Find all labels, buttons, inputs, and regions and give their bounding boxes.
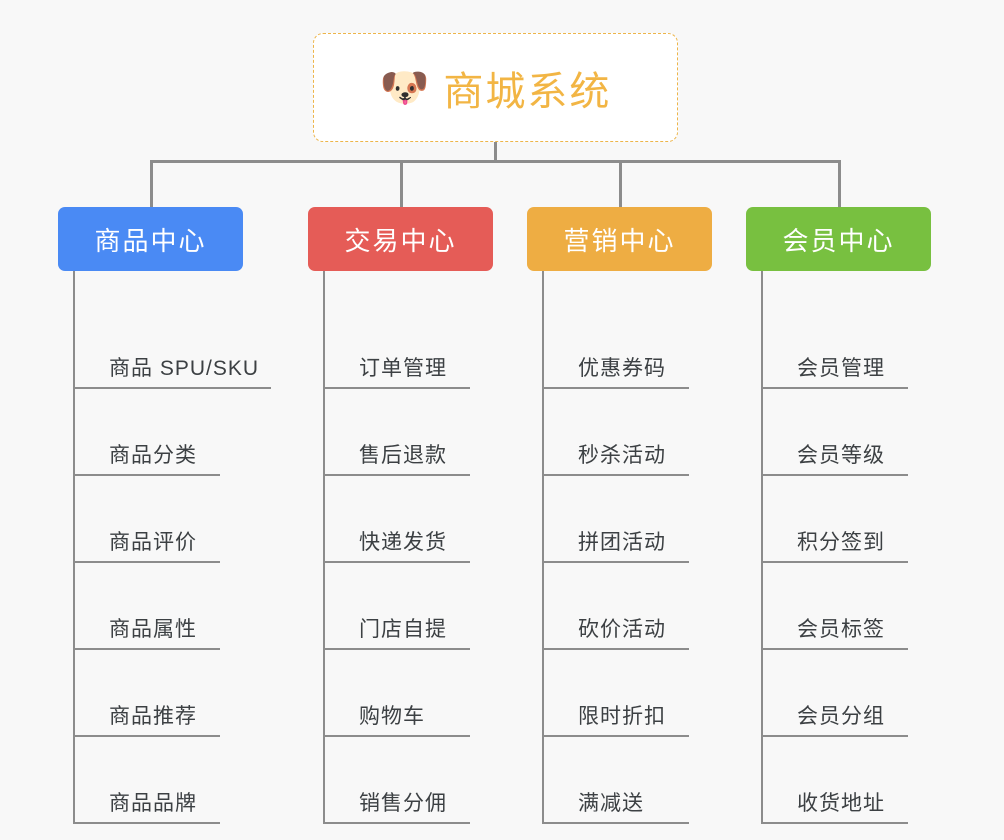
list-item-underline: 秒杀活动 [544, 439, 689, 476]
list-item-underline: 会员分组 [763, 700, 908, 737]
list-item-underline: 商品 SPU/SKU [75, 352, 272, 389]
list-item[interactable]: 销售分佣 [325, 737, 493, 824]
category-column-3: 会员中心会员管理会员等级积分签到会员标签会员分组收货地址 [746, 207, 931, 824]
category-header-3[interactable]: 会员中心 [746, 207, 931, 271]
list-item-label: 销售分佣 [359, 792, 447, 815]
list-item-underline: 购物车 [325, 700, 470, 737]
list-item[interactable]: 购物车 [325, 650, 493, 737]
connector-drop-0 [150, 160, 153, 208]
list-item[interactable]: 拼团活动 [544, 476, 712, 563]
list-item-underline: 商品品牌 [75, 787, 220, 824]
list-item-label: 购物车 [359, 705, 425, 728]
list-item[interactable]: 会员等级 [763, 389, 931, 476]
list-item[interactable]: 会员管理 [763, 302, 931, 389]
list-item-label: 砍价活动 [578, 618, 666, 641]
list-item-underline: 快递发货 [325, 526, 470, 563]
list-item[interactable]: 积分签到 [763, 476, 931, 563]
list-item-underline: 砍价活动 [544, 613, 689, 650]
category-header-2[interactable]: 营销中心 [527, 207, 712, 271]
list-item-label: 商品属性 [109, 618, 197, 641]
list-item-underline: 优惠券码 [544, 352, 689, 389]
list-item-underline: 拼团活动 [544, 526, 689, 563]
list-item-label: 秒杀活动 [578, 444, 666, 467]
connector-horizontal-bus [150, 160, 840, 163]
list-item-label: 会员管理 [797, 357, 885, 380]
list-item-label: 优惠券码 [578, 357, 666, 380]
list-item-label: 订单管理 [359, 357, 447, 380]
list-item-label: 积分签到 [797, 531, 885, 554]
connector-drop-3 [838, 160, 841, 208]
list-item[interactable]: 商品品牌 [75, 737, 243, 824]
category-column-0: 商品中心商品 SPU/SKU 商品分类商品评价商品属性商品推荐商品品牌 [58, 207, 272, 824]
list-item-underline: 会员等级 [763, 439, 908, 476]
list-item-underline: 积分签到 [763, 526, 908, 563]
list-item-label: 商品评价 [109, 531, 197, 554]
list-item-label: 商品品牌 [109, 792, 197, 815]
root-node-title: 商城系统 [443, 69, 612, 114]
list-item[interactable]: 会员标签 [763, 563, 931, 650]
list-item-label: 会员等级 [797, 444, 885, 467]
list-item[interactable]: 商品分类 [75, 389, 243, 476]
list-item[interactable]: 商品 SPU/SKU [75, 302, 272, 389]
list-item[interactable]: 砍价活动 [544, 563, 712, 650]
list-item-underline: 商品推荐 [75, 700, 220, 737]
list-item[interactable]: 商品推荐 [75, 650, 243, 737]
list-item-label: 商品 SPU/SKU [109, 357, 260, 380]
connector-root-stub [494, 142, 497, 163]
list-item[interactable]: 门店自提 [325, 563, 493, 650]
list-item-label: 快递发货 [359, 531, 447, 554]
list-item[interactable]: 商品评价 [75, 476, 243, 563]
list-item[interactable]: 快递发货 [325, 476, 493, 563]
list-item-label: 拼团活动 [578, 531, 666, 554]
list-item-label: 商品分类 [109, 444, 197, 467]
root-node-shopping-mall-system[interactable]: 🐶 商城系统 [313, 33, 678, 142]
category-items-1: 订单管理售后退款快递发货门店自提购物车销售分佣 [323, 271, 493, 824]
category-column-2: 营销中心优惠券码秒杀活动拼团活动砍价活动限时折扣满减送 [527, 207, 712, 824]
list-item-underline: 商品评价 [75, 526, 220, 563]
list-item-underline: 收货地址 [763, 787, 908, 824]
list-item-label: 会员标签 [797, 618, 885, 641]
list-item[interactable]: 售后退款 [325, 389, 493, 476]
list-item-label: 会员分组 [797, 705, 885, 728]
list-item-label: 满减送 [578, 792, 644, 815]
list-item-underline: 满减送 [544, 787, 689, 824]
connector-drop-2 [619, 160, 622, 208]
category-items-2: 优惠券码秒杀活动拼团活动砍价活动限时折扣满减送 [542, 271, 712, 824]
list-item[interactable]: 满减送 [544, 737, 712, 824]
connector-drop-1 [400, 160, 403, 208]
category-items-0: 商品 SPU/SKU 商品分类商品评价商品属性商品推荐商品品牌 [73, 271, 272, 824]
list-item-underline: 商品属性 [75, 613, 220, 650]
list-item-label: 收货地址 [797, 792, 885, 815]
list-item[interactable]: 优惠券码 [544, 302, 712, 389]
list-item-underline: 售后退款 [325, 439, 470, 476]
category-items-3: 会员管理会员等级积分签到会员标签会员分组收货地址 [761, 271, 931, 824]
list-item-underline: 销售分佣 [325, 787, 470, 824]
list-item[interactable]: 订单管理 [325, 302, 493, 389]
list-item-underline: 商品分类 [75, 439, 220, 476]
list-item[interactable]: 秒杀活动 [544, 389, 712, 476]
shiba-dog-face-icon: 🐶 [379, 65, 430, 110]
list-item-label: 商品推荐 [109, 705, 197, 728]
list-item-underline: 会员管理 [763, 352, 908, 389]
list-item-label: 门店自提 [359, 618, 447, 641]
category-header-1[interactable]: 交易中心 [308, 207, 493, 271]
category-header-0[interactable]: 商品中心 [58, 207, 243, 271]
list-item[interactable]: 商品属性 [75, 563, 243, 650]
list-item[interactable]: 会员分组 [763, 650, 931, 737]
category-column-1: 交易中心订单管理售后退款快递发货门店自提购物车销售分佣 [308, 207, 493, 824]
list-item-label: 限时折扣 [578, 705, 666, 728]
list-item-label: 售后退款 [359, 444, 447, 467]
list-item-underline: 订单管理 [325, 352, 470, 389]
list-item-underline: 门店自提 [325, 613, 470, 650]
list-item[interactable]: 收货地址 [763, 737, 931, 824]
list-item[interactable]: 限时折扣 [544, 650, 712, 737]
list-item-underline: 会员标签 [763, 613, 908, 650]
list-item-underline: 限时折扣 [544, 700, 689, 737]
